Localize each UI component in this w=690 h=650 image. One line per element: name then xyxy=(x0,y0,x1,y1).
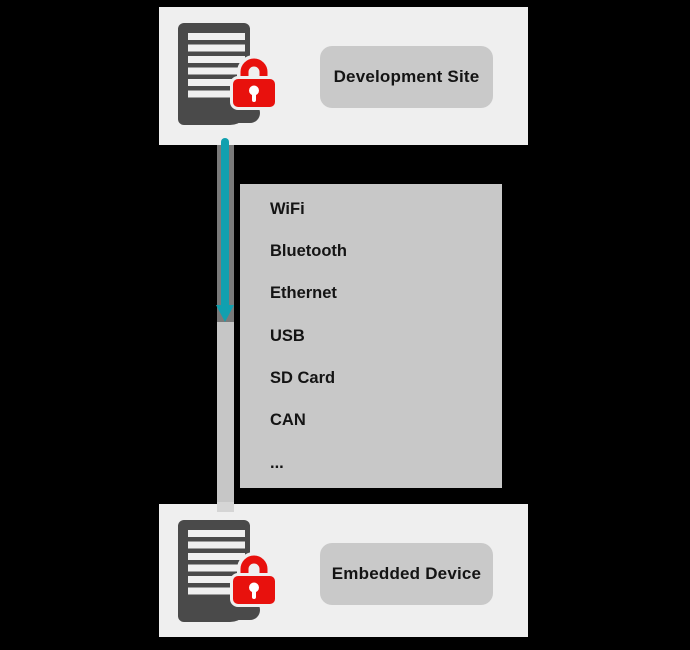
interface-item-can: CAN xyxy=(270,411,306,430)
red-padlock-icon xyxy=(230,552,278,607)
embedded-device-node: Embedded Device xyxy=(159,504,528,637)
down-arrow-head-icon xyxy=(216,305,234,322)
interface-item-ellipsis: ... xyxy=(270,453,284,472)
interface-item-bluetooth: Bluetooth xyxy=(270,242,347,261)
embedded-device-label: Embedded Device xyxy=(320,543,493,605)
red-padlock-icon xyxy=(230,55,278,110)
interface-item-wifi: WiFi xyxy=(270,199,305,218)
development-site-node: Development Site xyxy=(159,7,528,145)
connection-line-endpoint xyxy=(217,502,234,512)
down-arrow-shaft xyxy=(221,138,229,308)
interface-item-sdcard: SD Card xyxy=(270,369,336,388)
interface-item-ethernet: Ethernet xyxy=(270,284,337,303)
interface-list: WiFi Bluetooth Ethernet USB SD Card CAN … xyxy=(240,184,502,488)
interface-item-usb: USB xyxy=(270,326,305,345)
connection-line-lower xyxy=(217,322,234,502)
development-site-label: Development Site xyxy=(320,46,493,108)
